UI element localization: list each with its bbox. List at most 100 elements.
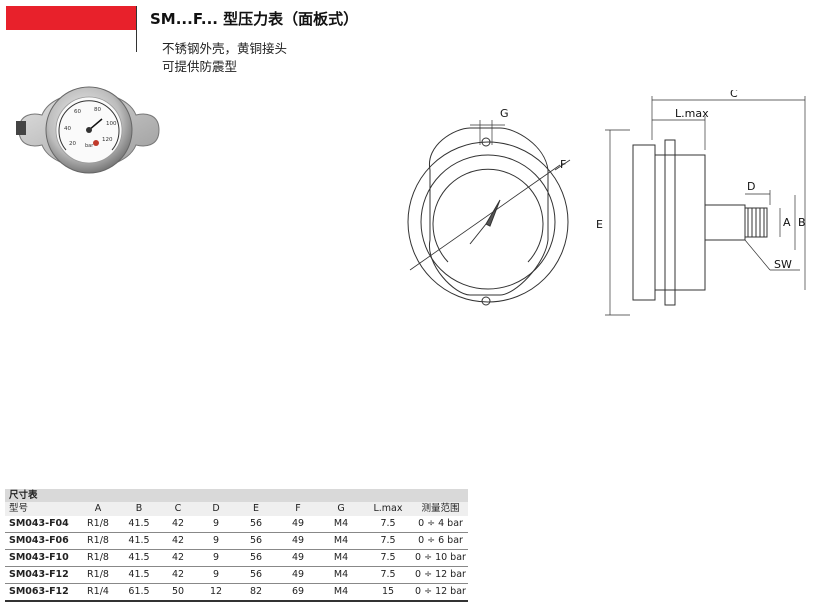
scale-label-3: 60	[74, 109, 81, 115]
table-header-row: 型号 A B C D E F G L.max 测量范围	[5, 502, 468, 516]
cell-a: R1/8	[77, 566, 119, 584]
dim-label-b: B	[798, 216, 806, 229]
cell-lmax: 7.5	[363, 566, 413, 584]
front-dial-arc	[432, 168, 544, 263]
cell-g: M4	[319, 583, 363, 602]
photo-unit-label: bar	[85, 143, 94, 149]
header-model: 型号	[5, 502, 77, 516]
dimension-table: 尺寸表 型号 A B C D E F G L.max 测量范围 SM043-F0…	[5, 489, 468, 602]
cell-model: SM043-F06	[5, 532, 77, 550]
dim-label-sw: SW	[774, 258, 792, 271]
cell-d: 9	[197, 566, 235, 584]
cell-f: 69	[277, 583, 319, 602]
side-stem	[705, 204, 746, 241]
photo-needle-hub	[86, 127, 92, 133]
cell-a: R1/4	[77, 583, 119, 602]
cell-b: 61.5	[119, 583, 159, 602]
cell-range: 0 ÷ 6 bar	[413, 532, 468, 550]
cell-model: SM043-F04	[5, 516, 77, 533]
cell-g: M4	[319, 532, 363, 550]
front-mount-hole-bottom	[481, 296, 491, 306]
cell-g: M4	[319, 549, 363, 567]
cell-model: SM043-F12	[5, 566, 77, 584]
cell-lmax: 15	[363, 583, 413, 602]
page-title: SM...F... 型压力表（面板式）	[150, 10, 359, 28]
dim-label-e: E	[596, 218, 603, 231]
side-case	[632, 144, 656, 301]
cell-d: 9	[197, 532, 235, 550]
dim-label-c: C	[730, 90, 738, 100]
front-flange	[429, 127, 549, 296]
table-row: SM043-F04 R1/8 41.5 42 9 56 49 M4 7.5 0 …	[5, 516, 468, 533]
cell-e: 56	[235, 532, 277, 550]
photo-scale-arc	[58, 100, 120, 151]
photo-fitting	[16, 121, 26, 135]
table-row: SM043-F12 R1/8 41.5 42 9 56 49 M4 7.5 0 …	[5, 566, 468, 584]
header-a: A	[77, 502, 119, 516]
cell-f: 49	[277, 566, 319, 584]
table-row: SM063-F12 R1/4 61.5 50 12 82 69 M4 15 0 …	[5, 583, 468, 602]
section-header-bar	[6, 6, 136, 30]
table-row: SM043-F10 R1/8 41.5 42 9 56 49 M4 7.5 0 …	[5, 549, 468, 567]
cell-f: 49	[277, 549, 319, 567]
cell-b: 41.5	[119, 516, 159, 533]
cell-range: 0 ÷ 4 bar	[413, 516, 468, 533]
cell-d: 12	[197, 583, 235, 602]
cell-c: 42	[159, 532, 197, 550]
cell-range: 0 ÷ 12 bar	[413, 566, 468, 584]
header-c: C	[159, 502, 197, 516]
header-e: E	[235, 502, 277, 516]
cell-c: 42	[159, 516, 197, 533]
cell-f: 49	[277, 516, 319, 533]
header-f: F	[277, 502, 319, 516]
table-row: SM043-F06 R1/8 41.5 42 9 56 49 M4 7.5 0 …	[5, 532, 468, 550]
front-bezel-inner	[420, 154, 556, 290]
scale-label-4: 80	[94, 107, 101, 113]
header-divider	[136, 6, 137, 52]
cell-g: M4	[319, 566, 363, 584]
scale-label-6: 120	[102, 137, 113, 143]
cell-lmax: 7.5	[363, 516, 413, 533]
cell-d: 9	[197, 516, 235, 533]
dim-label-d: D	[747, 180, 755, 193]
cell-e: 56	[235, 516, 277, 533]
table-caption: 尺寸表	[5, 489, 468, 502]
cell-g: M4	[319, 516, 363, 533]
dim-label-a: A	[783, 216, 791, 229]
cell-model: SM063-F12	[5, 583, 77, 602]
cell-e: 82	[235, 583, 277, 602]
cell-a: R1/8	[77, 549, 119, 567]
scale-label-2: 40	[64, 126, 71, 132]
cell-a: R1/8	[77, 532, 119, 550]
header-range: 测量范围	[413, 502, 468, 516]
cell-range: 0 ÷ 12 bar	[413, 583, 468, 602]
photo-logo	[93, 140, 99, 146]
cell-c: 42	[159, 549, 197, 567]
front-bezel-outer	[407, 141, 569, 303]
header-d: D	[197, 502, 235, 516]
cell-c: 42	[159, 566, 197, 584]
cell-model: SM043-F10	[5, 549, 77, 567]
cell-d: 9	[197, 549, 235, 567]
header-lmax: L.max	[363, 502, 413, 516]
scale-label-5: 100	[106, 121, 117, 127]
cell-lmax: 7.5	[363, 549, 413, 567]
product-photo: 20 40 60 80 100 120 bar	[16, 86, 160, 174]
cell-c: 50	[159, 583, 197, 602]
cell-a: R1/8	[77, 516, 119, 533]
cell-e: 56	[235, 549, 277, 567]
description-line-1: 不锈钢外壳，黄铜接头	[162, 41, 288, 56]
dimension-drawing: G F E C L.max D A B SW	[407, 90, 806, 316]
front-mount-hole-top	[481, 137, 491, 147]
cell-f: 49	[277, 532, 319, 550]
header-g: G	[319, 502, 363, 516]
cell-e: 56	[235, 566, 277, 584]
scale-label-1: 20	[69, 141, 76, 147]
cell-b: 41.5	[119, 566, 159, 584]
product-description: 不锈钢外壳，黄铜接头 可提供防震型	[162, 40, 287, 76]
dim-label-lmax: L.max	[675, 107, 709, 120]
dim-label-f: F	[560, 158, 566, 171]
front-needle	[485, 199, 501, 227]
header-b: B	[119, 502, 159, 516]
cell-b: 41.5	[119, 549, 159, 567]
